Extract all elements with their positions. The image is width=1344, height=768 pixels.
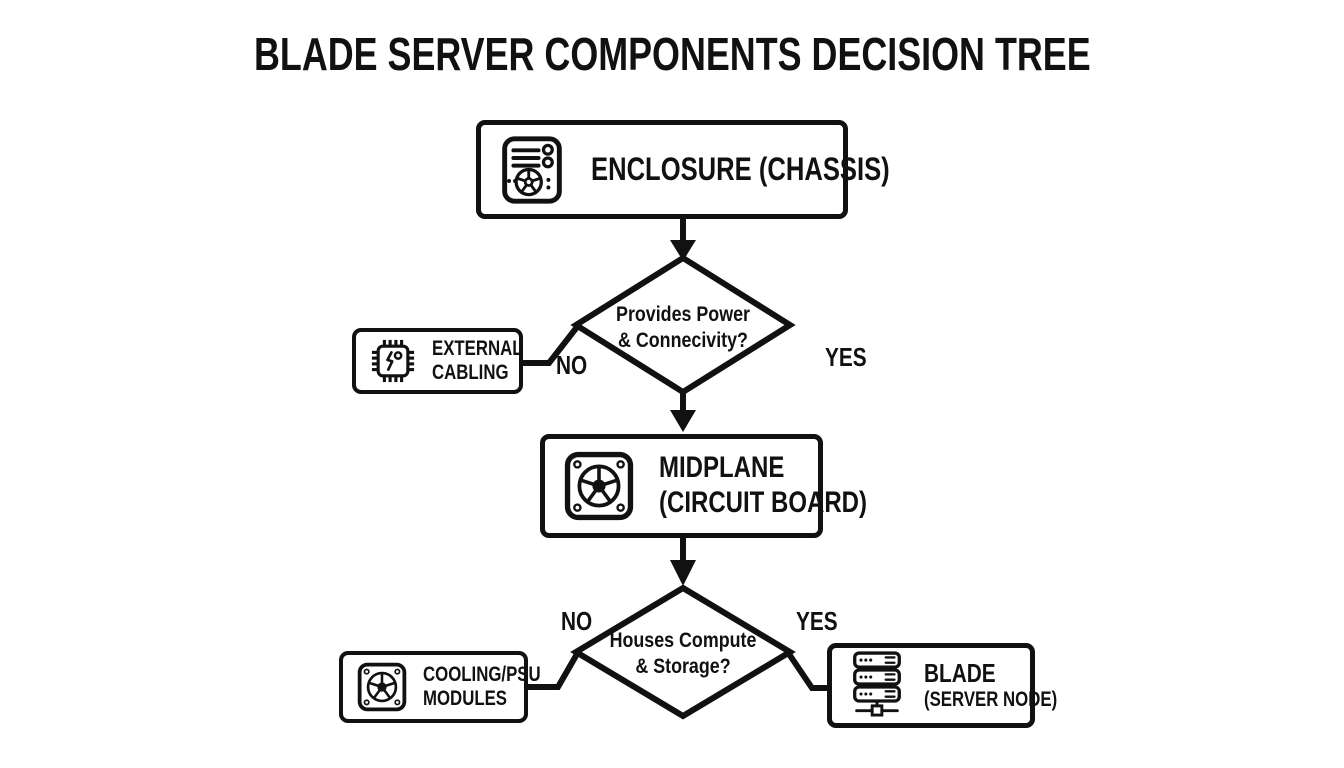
node-label: MIDPLANE (CIRCUIT BOARD): [659, 451, 867, 521]
rack-server-icon: [846, 650, 908, 722]
decision2-diamond: [570, 584, 796, 720]
decision1-line2: & Connecivity?: [618, 329, 748, 352]
node-cooling-psu: COOLING/PSU MODULES: [339, 651, 541, 723]
edge-label-yes-1: YES: [825, 342, 867, 372]
external-cabling-line2: CABLING: [432, 361, 509, 384]
external-cabling-line1: EXTERNAL: [432, 336, 523, 360]
arrowhead-2: [670, 410, 696, 432]
cooling-psu-line1: COOLING/PSU: [423, 662, 541, 686]
edge-no2-line: [527, 652, 580, 690]
decision2-line2: & Storage?: [635, 655, 731, 678]
microchip-icon: [368, 336, 418, 386]
decision1-line1: Provides Power: [616, 303, 750, 326]
diagram-title-text: BLADE SERVER COMPONENTS DECISION TREE: [253, 28, 1091, 80]
arrowhead-3: [670, 560, 696, 586]
arrowhead-1: [670, 240, 696, 261]
edge-yes2-line: [786, 652, 829, 691]
node-label: ENCLOSURE (CHASSIS): [591, 150, 890, 187]
fan-icon: [561, 448, 637, 524]
cooling-psu-line2: MODULES: [423, 687, 507, 710]
node-blade: BLADE (SERVER NODE): [827, 643, 1057, 728]
edge-label-no-1: NO: [556, 350, 588, 380]
fan-icon: [355, 660, 409, 714]
diagram-title: BLADE SERVER COMPONENTS DECISION TREE: [0, 27, 1344, 81]
edge-label-yes-2: YES: [796, 606, 838, 636]
node-label: EXTERNAL CABLING: [432, 337, 523, 386]
blade-line2: (SERVER NODE): [924, 688, 1058, 712]
decision1-label: Provides Power & Connecivity?: [607, 302, 760, 354]
node-label: COOLING/PSU MODULES: [423, 663, 541, 712]
node-enclosure: ENCLOSURE (CHASSIS): [476, 120, 890, 219]
decision2-line1: Houses Compute: [609, 629, 757, 652]
edge-no1-line: [520, 325, 580, 366]
midplane-line2: (CIRCUIT BOARD): [659, 486, 867, 519]
node-label: BLADE (SERVER NODE): [924, 658, 1057, 713]
server-chassis-icon: [497, 135, 567, 205]
node-midplane: MIDPLANE (CIRCUIT BOARD): [540, 434, 867, 538]
edge-label-no-2: NO: [561, 606, 593, 636]
decision2-label: Houses Compute & Storage?: [607, 628, 760, 680]
node-external-cabling: EXTERNAL CABLING: [352, 328, 523, 394]
midplane-line1: MIDPLANE: [659, 451, 785, 485]
blade-line1: BLADE: [924, 658, 996, 689]
